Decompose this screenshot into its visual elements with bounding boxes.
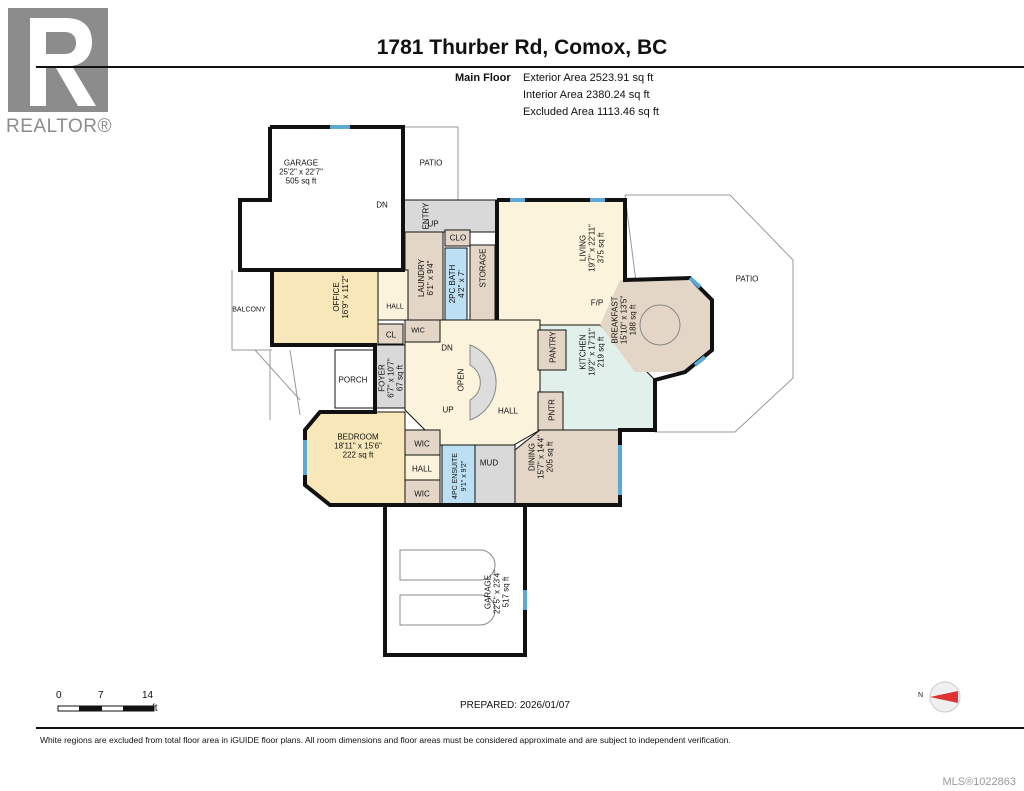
scale-tick-0: 0	[56, 690, 62, 701]
garage-dn-label: DN	[376, 200, 388, 210]
breakfast-floor	[600, 278, 712, 372]
compass-icon	[929, 681, 961, 713]
mud-label: MUD	[479, 458, 499, 468]
spiral-stair	[469, 344, 497, 421]
living-floor	[496, 199, 626, 331]
prepared-date: PREPARED: 2026/01/07	[460, 700, 570, 711]
divider	[36, 727, 1024, 729]
wic1-label: WIC	[414, 439, 430, 449]
storage-label: STORAGE	[478, 248, 488, 288]
main-hall-label: HALL	[497, 406, 519, 416]
car-1	[399, 549, 496, 581]
realtor-logo	[8, 8, 108, 112]
balcony-label: BALCONY	[232, 306, 266, 314]
wic2-floor	[404, 479, 441, 506]
hall2-label: HALL	[411, 464, 433, 474]
open-label: OPEN	[456, 368, 466, 392]
scale-tick-14: 14	[142, 690, 154, 701]
storage-floor	[469, 244, 496, 321]
office-floor	[271, 269, 379, 346]
cl-floor	[377, 323, 404, 345]
hall-floor	[377, 269, 409, 321]
breakfast-table	[639, 304, 681, 346]
pantry-floor	[537, 329, 567, 371]
divider	[36, 66, 1024, 68]
stair-dn-label: DN	[441, 343, 453, 353]
excluded-area: Excluded Area 1113.46 sq ft	[523, 106, 659, 118]
exterior-area: Exterior Area 2523.91 sq ft	[523, 72, 654, 84]
porch-label: PORCH	[338, 375, 368, 385]
patio-right-label: PATIO	[735, 274, 759, 284]
wic-label: WIC	[411, 327, 425, 335]
wic-top-floor	[404, 319, 441, 343]
hall-label: HALL	[386, 303, 404, 311]
patio-top-floor	[402, 126, 459, 201]
foyer-floor	[374, 344, 406, 409]
interior-area: Interior Area 2380.24 sq ft	[523, 89, 650, 101]
realtor-logo-text: REALTOR®	[6, 116, 112, 137]
pntr-label: PNTR	[547, 399, 557, 421]
page-title: 1781 Thurber Rd, Comox, BC	[376, 36, 668, 59]
mud-floor	[474, 444, 516, 506]
laundry-floor	[404, 231, 444, 325]
scale-bar	[57, 705, 155, 712]
cl-label: CL	[385, 330, 397, 340]
scale-unit: ft	[152, 703, 158, 714]
pantry-label: PANTRY	[548, 331, 558, 363]
closet-floor	[444, 229, 471, 247]
mls-number: MLS®1022863	[942, 776, 1016, 788]
disclaimer: White regions are excluded from total fl…	[40, 735, 731, 745]
compass-north-label: N	[918, 692, 924, 699]
car-2	[399, 594, 496, 626]
floor-name: Main Floor	[455, 72, 511, 84]
clo-label: CLO	[449, 233, 467, 243]
patio-top-label: PATIO	[419, 158, 443, 168]
scale-tick-7: 7	[98, 690, 104, 701]
porch-floor	[334, 349, 376, 409]
entry-floor	[402, 199, 498, 233]
fireplace-label: F/P	[590, 298, 604, 308]
entry-up-label: UP	[427, 219, 439, 229]
pntr-floor	[537, 391, 564, 431]
stair-up-label: UP	[442, 405, 454, 415]
wic1-floor	[404, 429, 441, 456]
ensuite-floor	[441, 444, 476, 506]
wic2-label: WIC	[414, 489, 430, 499]
